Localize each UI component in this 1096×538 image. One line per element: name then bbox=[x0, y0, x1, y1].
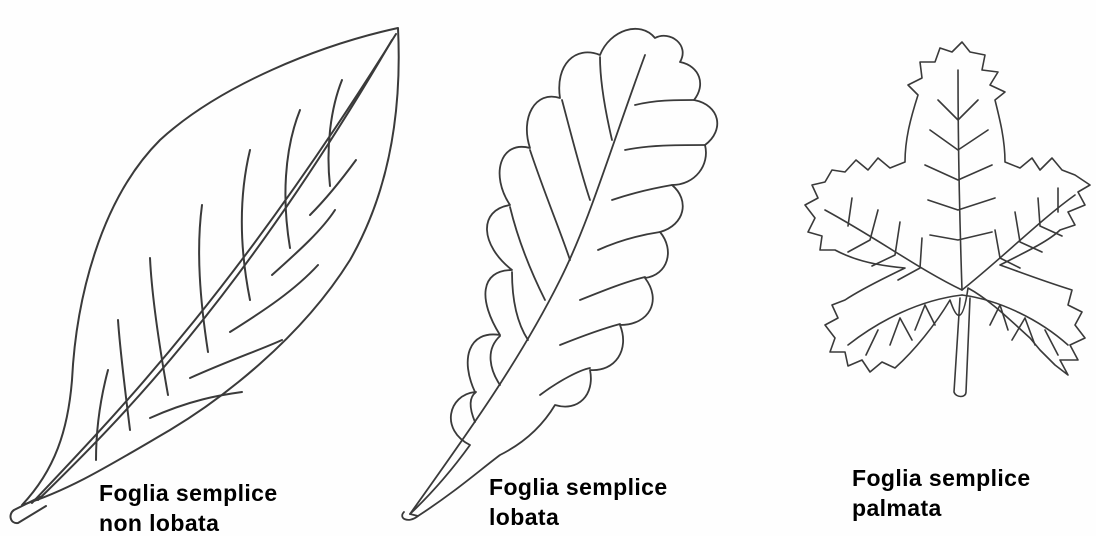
palmate-leaf-outline bbox=[805, 42, 1090, 375]
unlobed-leaf-midrib bbox=[32, 34, 396, 503]
caption-palmate-line2: palmata bbox=[852, 493, 1031, 523]
unlobed-leaf-petiole bbox=[11, 497, 46, 523]
caption-palmate-leaf: Foglia semplice palmata bbox=[852, 463, 1031, 523]
caption-lobed-line1: Foglia semplice bbox=[489, 472, 668, 502]
unlobed-leaf-outline bbox=[22, 28, 399, 505]
lobed-leaf-drawing bbox=[402, 29, 717, 520]
caption-palmate-line1: Foglia semplice bbox=[852, 463, 1031, 493]
palmate-leaf-drawing bbox=[805, 42, 1090, 397]
unlobed-leaf-drawing bbox=[11, 28, 399, 523]
caption-unlobed-line2: non lobata bbox=[99, 508, 278, 538]
caption-unlobed-line1: Foglia semplice bbox=[99, 478, 278, 508]
caption-lobed-line2: lobata bbox=[489, 502, 668, 532]
caption-unlobed-leaf: Foglia semplice non lobata bbox=[99, 478, 278, 538]
caption-lobed-leaf: Foglia semplice lobata bbox=[489, 472, 668, 532]
